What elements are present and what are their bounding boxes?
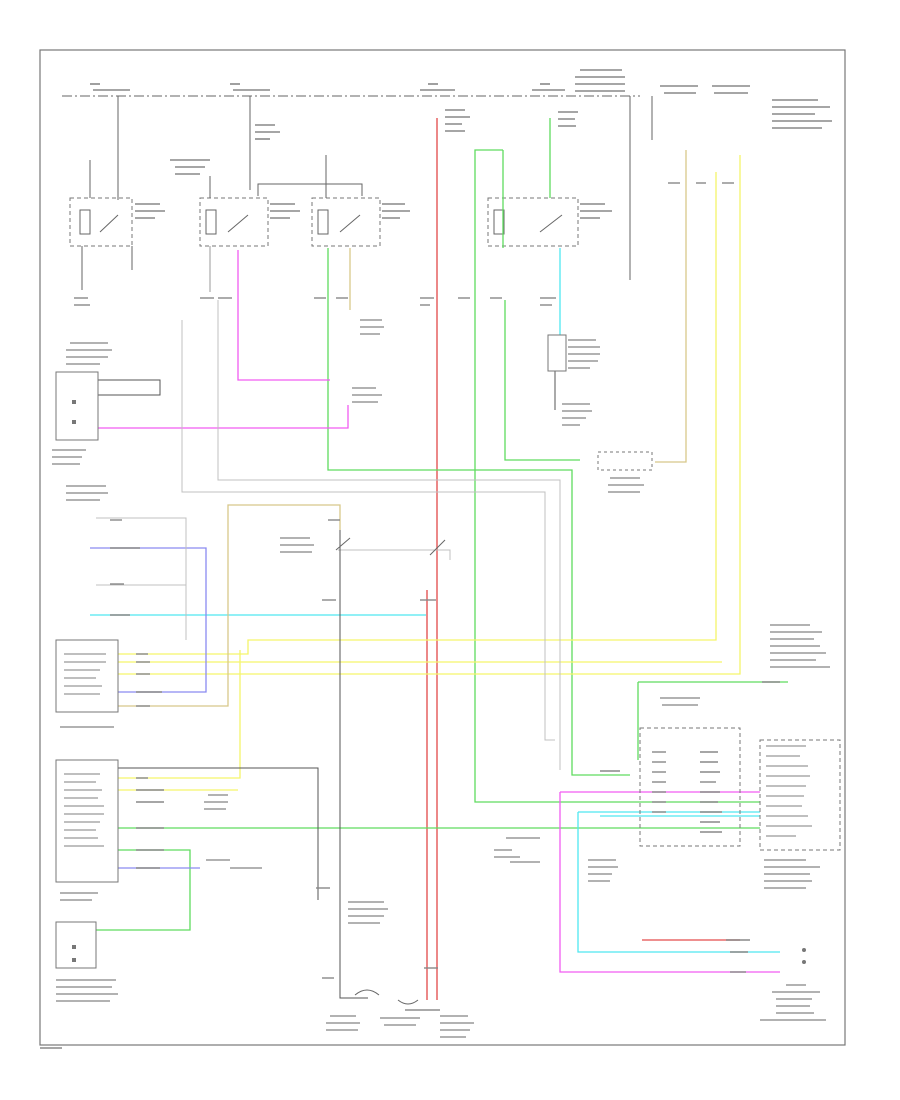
fuse-labels	[90, 69, 832, 129]
pcm	[759, 739, 841, 851]
wire-magenta	[96, 250, 780, 973]
wire-yellow	[118, 155, 741, 791]
component-labels	[52, 319, 830, 1038]
bottom-components	[335, 537, 446, 1005]
wire-tan	[118, 150, 687, 707]
evap-sensor	[639, 727, 741, 847]
blower-switch	[55, 639, 119, 713]
pressure-switch	[547, 334, 567, 372]
relay-coils	[79, 209, 563, 235]
pin-labels	[64, 653, 812, 847]
wire-green	[95, 118, 788, 931]
wire-red	[426, 118, 740, 1000]
wire-cyan	[90, 248, 780, 953]
diagram-frame	[39, 49, 846, 1046]
sensor-pins	[72, 400, 806, 964]
hvac-control-head	[55, 759, 119, 883]
relay-bridge	[257, 183, 363, 196]
temp-sensor	[55, 371, 99, 441]
bus-feeds	[117, 96, 653, 280]
wire-codes	[74, 182, 780, 979]
relay-labels	[135, 109, 612, 219]
connector-1	[597, 451, 653, 471]
components	[55, 334, 841, 969]
wire-gray	[96, 300, 561, 770]
wire-black	[96, 340, 556, 1011]
relays	[69, 197, 579, 247]
